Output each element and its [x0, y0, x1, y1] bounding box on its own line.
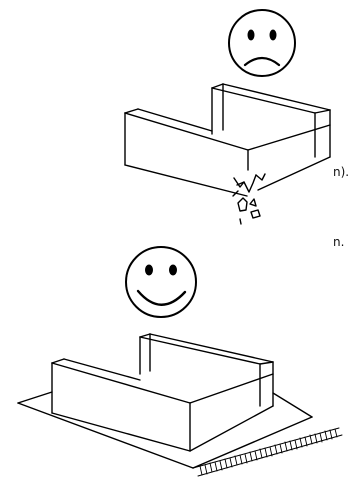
wall-box-on-rug: [17, 333, 343, 477]
cut-off-text-lower: n.: [333, 235, 345, 249]
wall-box-cracked: [124, 83, 331, 225]
cut-off-text-upper: n).: [333, 165, 350, 179]
sad-face-icon: [228, 9, 296, 77]
happy-face-icon: [125, 246, 197, 318]
